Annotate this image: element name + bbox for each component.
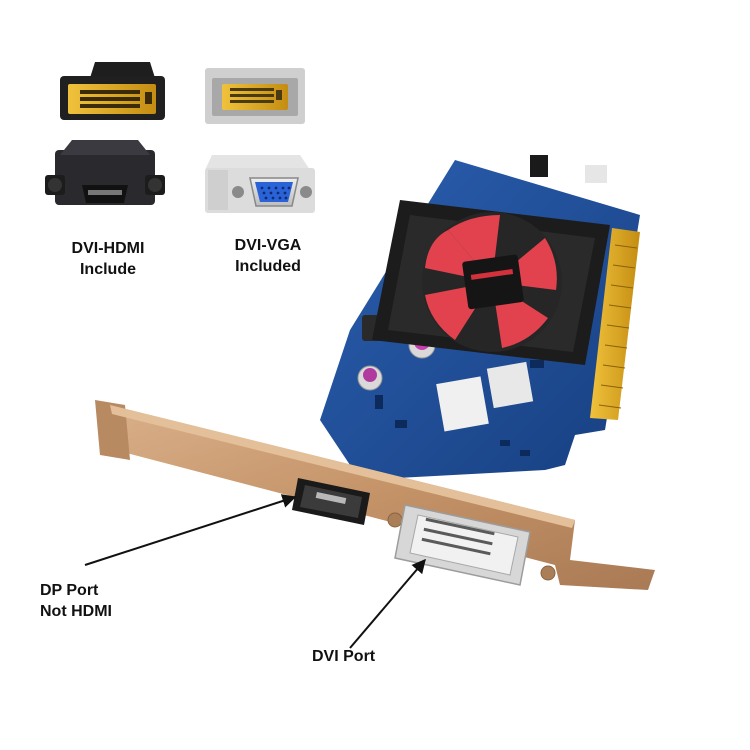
- dvi-vga-label-line2: Included: [235, 258, 301, 275]
- dvi-hdmi-adapter-hdmi-side: [45, 140, 165, 205]
- dp-port-arrow: [84, 494, 297, 566]
- displayport-connector: [292, 478, 370, 525]
- dvi-hdmi-label-line1: DVI-HDMI: [71, 240, 145, 257]
- dvi-vga-adapter-dvi-side: [205, 68, 305, 124]
- dvi-port-label: DVI Port: [312, 646, 432, 667]
- dvi-hdmi-label: DVI-HDMI Include: [48, 238, 168, 280]
- dvi-vga-adapter-vga-side: [205, 155, 315, 213]
- dvi-hdmi-label-line2: Include: [79, 261, 136, 278]
- dp-port-label-line2: Not HDMI: [40, 603, 112, 620]
- dvi-port-arrow: [349, 558, 426, 649]
- dvi-vga-label-line1: DVI-VGA: [234, 237, 302, 254]
- dp-port-label: DP Port Not HDMI: [40, 580, 180, 622]
- dvi-port-label-line1: DVI Port: [312, 648, 376, 665]
- dvi-vga-label: DVI-VGA Included: [208, 235, 328, 277]
- cooling-fan: [372, 200, 610, 365]
- dvi-hdmi-adapter-dvi-side: [60, 62, 165, 120]
- dp-port-label-line1: DP Port: [40, 582, 99, 599]
- dvi-connector: [394, 504, 531, 586]
